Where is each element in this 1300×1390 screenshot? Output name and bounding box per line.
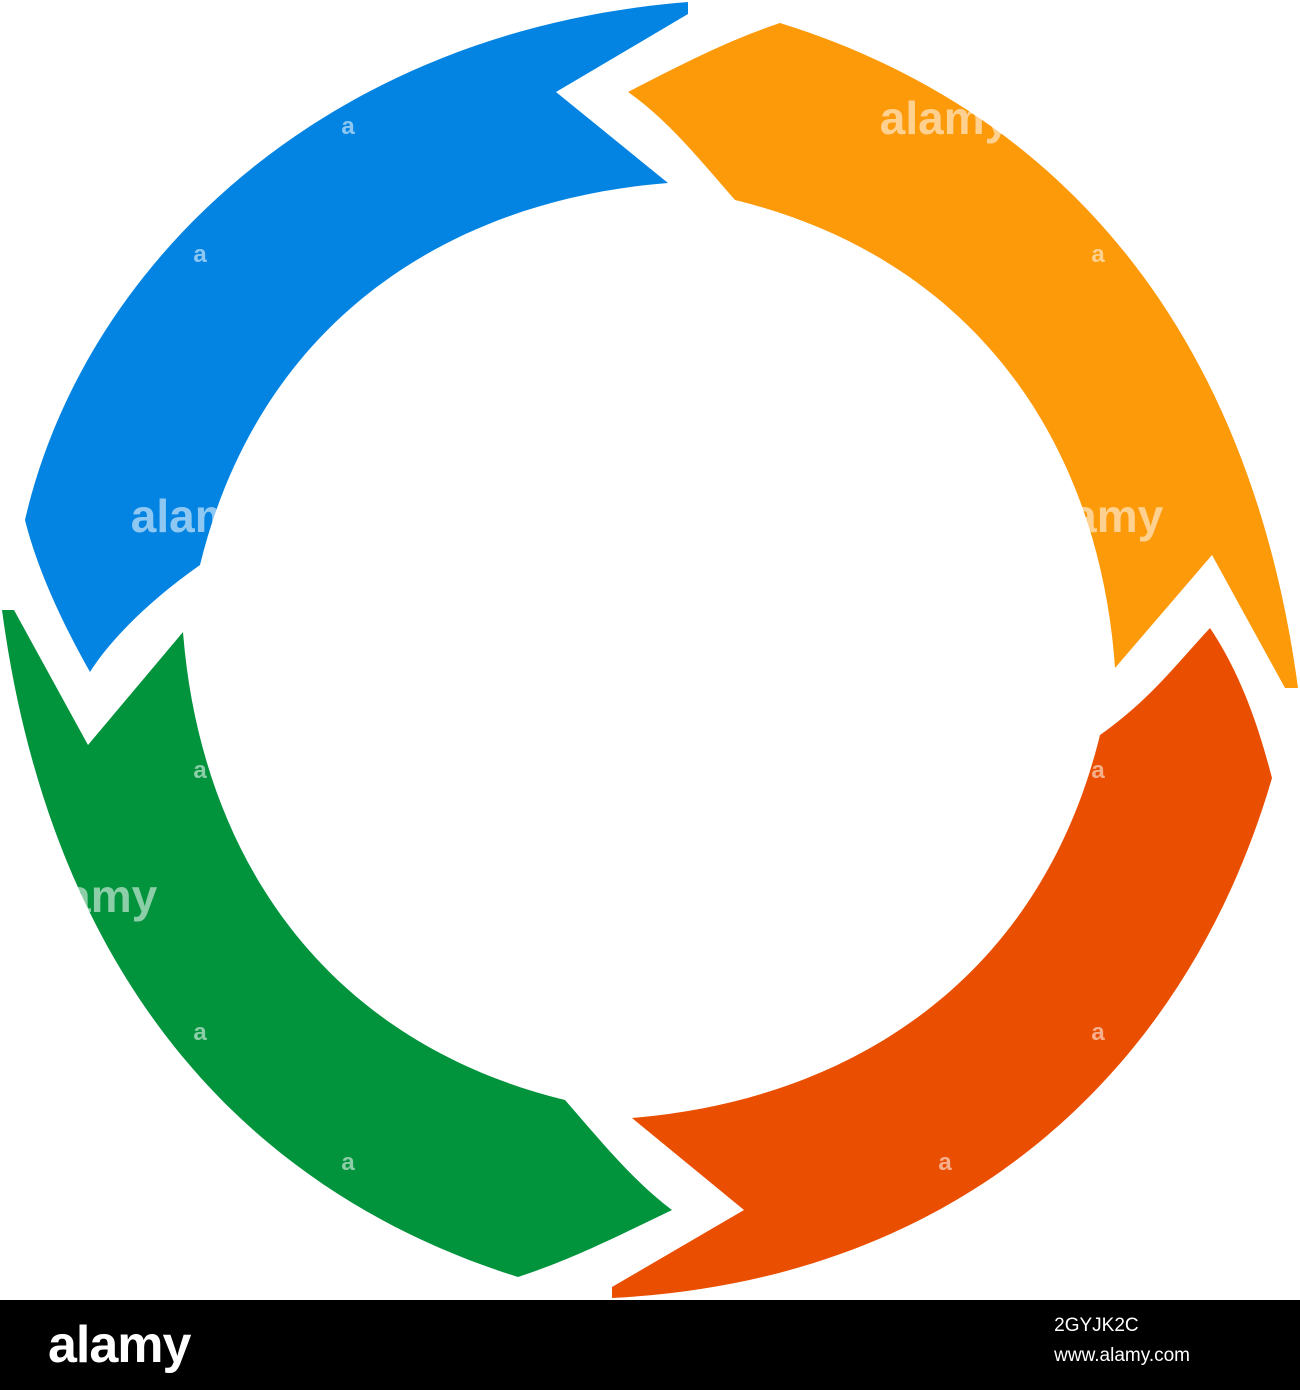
cycle-segment-red-orange [612, 628, 1272, 1298]
stock-footer-bar: alamy 2GYJK2C www.alamy.com [0, 1300, 1300, 1390]
site-url: www.alamy.com [1054, 1345, 1190, 1366]
cycle-segment-blue [25, 2, 688, 672]
alamy-logo: alamy [48, 1316, 191, 1374]
cycle-segment-orange [628, 23, 1298, 688]
cycle-segment-green [2, 610, 672, 1277]
image-id-block: 2GYJK2C www.alamy.com [1054, 1314, 1190, 1368]
watermark-9: alamy [880, 870, 1011, 922]
image-id: 2GYJK2C [1054, 1315, 1139, 1336]
